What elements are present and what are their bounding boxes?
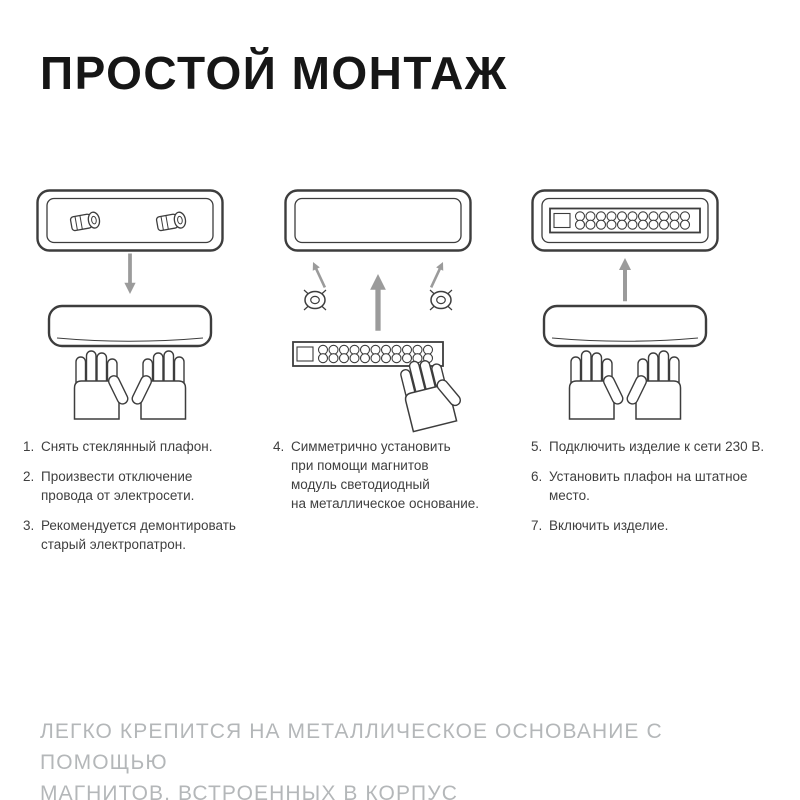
magnet-icon	[428, 289, 453, 311]
lamp-base	[36, 189, 224, 252]
instruction-item: 6. Установить плафон на штатное место.	[531, 468, 790, 506]
illustration-install-module	[283, 189, 472, 433]
right-hand-icon	[624, 350, 682, 420]
instruction-item: 7. Включить изделие.	[531, 517, 790, 536]
instruction-column-2: 4. Симметрично установить при помощи маг…	[273, 438, 531, 565]
glass-plafond	[47, 304, 213, 348]
glass-plafond	[542, 304, 708, 348]
right-hand-icon	[129, 350, 187, 420]
instruction-text: Подключить изделие к сети 230 В.	[549, 439, 765, 454]
instruction-item: 5. Подключить изделие к сети 230 В.	[531, 438, 790, 457]
illustration-attach-plafond	[531, 189, 719, 420]
instruction-number: 3.	[23, 517, 35, 533]
lamp-base-with-module	[531, 189, 719, 252]
instruction-number: 5.	[531, 439, 543, 454]
up-left-arrow-icon	[308, 260, 328, 290]
instruction-item: 4. Симметрично установить при помощи маг…	[273, 438, 531, 514]
instruction-text: Снять стеклянный плафон.	[41, 439, 213, 454]
up-arrow-icon	[369, 274, 386, 331]
illustration-remove-plafond	[36, 189, 224, 420]
up-arrow-icon	[619, 258, 631, 302]
instruction-number: 1.	[23, 439, 35, 454]
illustration-row	[0, 188, 800, 433]
instruction-number: 6.	[531, 468, 543, 484]
instruction-list: 1. Снять стеклянный плафон. 2. Произвест…	[0, 438, 800, 565]
footer-note: ЛЕГКО КРЕПИТСЯ НА МЕТАЛЛИЧЕСКОЕ ОСНОВАНИ…	[40, 720, 663, 800]
instruction-column-1: 1. Снять стеклянный плафон. 2. Произвест…	[23, 438, 273, 565]
instruction-number: 2.	[23, 468, 35, 484]
instruction-text: Произвести отключение провода от электро…	[41, 468, 195, 503]
instruction-column-3: 5. Подключить изделие к сети 230 В. 6. У…	[531, 438, 800, 565]
led-module	[291, 341, 444, 367]
instruction-text: Включить изделие.	[549, 517, 669, 533]
up-right-arrow-icon	[427, 260, 447, 290]
instruction-item: 3. Рекомендуется демонтировать старый эл…	[23, 517, 273, 555]
lamp-base	[283, 189, 472, 252]
instruction-text: Симметрично установить при помощи магнит…	[291, 439, 480, 511]
instruction-number: 4.	[273, 439, 285, 454]
led-module	[549, 207, 701, 234]
instruction-text: Установить плафон на штатное место.	[549, 468, 748, 503]
instruction-item: 2. Произвести отключение провода от элек…	[23, 468, 273, 506]
down-arrow-icon	[124, 253, 136, 294]
magnet-icon	[302, 289, 327, 311]
instruction-number: 7.	[531, 517, 543, 533]
instruction-text: Рекомендуется демонтировать старый элект…	[41, 517, 236, 552]
left-hand-icon	[73, 350, 131, 420]
left-hand-icon	[568, 350, 626, 420]
page-title: ПРОСТОЙ МОНТАЖ	[40, 47, 508, 99]
instruction-item: 1. Снять стеклянный плафон.	[23, 438, 273, 457]
